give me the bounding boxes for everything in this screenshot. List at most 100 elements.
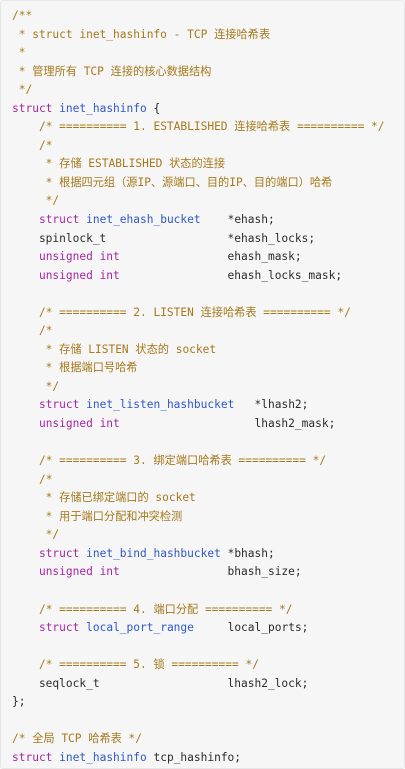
code-token-comment: * xyxy=(12,46,26,60)
code-line: /* xyxy=(12,322,404,341)
code-token-comment: /** xyxy=(12,9,33,22)
code-line: /* ========== 3. 绑定端口哈希表 ========== */ xyxy=(12,452,404,471)
code-token-ident xyxy=(12,603,39,616)
code-line xyxy=(12,638,404,657)
code-token-ident: *lhash2; xyxy=(234,398,309,412)
code-token-ident xyxy=(12,213,39,226)
code-line: struct inet_hashinfo { xyxy=(12,100,404,119)
code-line: */ xyxy=(12,81,404,100)
code-token-comment: * 根据四元组（源IP、源端口、目的IP、目的端口）哈希 xyxy=(12,175,333,189)
code-token-type: inet_hashinfo xyxy=(59,101,147,115)
code-line: */ xyxy=(12,192,404,211)
code-line: }; xyxy=(12,693,404,712)
code-line: /** xyxy=(12,7,404,26)
code-token-comment: /* xyxy=(38,472,53,486)
code-token-ident xyxy=(12,565,39,578)
code-token-type: inet_listen_hashbucket xyxy=(86,398,235,412)
code-line: * xyxy=(12,44,404,63)
code-token-ident: ehash_mask; xyxy=(119,250,302,264)
code-token-comment: * 存储 ESTABLISHED 状态的连接 xyxy=(12,157,226,171)
code-token-ident xyxy=(12,306,39,319)
code-line: */ xyxy=(12,378,404,397)
code-token-comment: /* 全局 TCP 哈希表 */ xyxy=(12,732,143,746)
code-token-comment: */ xyxy=(12,379,60,393)
code-token-comment: /* xyxy=(38,138,53,152)
code-token-comment: */ xyxy=(12,528,60,542)
code-line: /* xyxy=(12,471,404,490)
code-token-keyword: struct xyxy=(38,398,80,412)
code-token-ident xyxy=(12,658,39,671)
code-token-ident: *bhash; xyxy=(220,546,275,560)
code-token-ident xyxy=(12,454,39,467)
code-line: unsigned int lhash2_mask; xyxy=(12,415,404,434)
code-line: * 存储 LISTEN 状态的 socket xyxy=(12,341,404,360)
code-token-ident xyxy=(12,120,39,133)
code-line: * 管理所有 TCP 连接的核心数据结构 xyxy=(12,63,404,82)
code-token-ident: spinlock_t *ehash_locks; xyxy=(12,231,316,245)
code-token-ident: tcp_hashinfo; xyxy=(146,750,242,764)
code-line: * struct inet_hashinfo - TCP 连接哈希表 xyxy=(12,26,404,45)
code-token-comment: * struct inet_hashinfo - TCP 连接哈希表 xyxy=(12,27,271,41)
code-token-comment: /* ========== 2. LISTEN 连接哈希表 ==========… xyxy=(38,305,351,319)
code-line: spinlock_t *ehash_locks; xyxy=(12,230,404,249)
code-token-type: inet_bind_hashbucket xyxy=(86,546,221,560)
code-token-keyword: unsigned int xyxy=(38,565,120,579)
code-line: * 根据端口号哈希 xyxy=(12,359,404,378)
code-token-comment: * 用于端口分配和冲突检测 xyxy=(12,509,183,523)
code-token-comment: */ xyxy=(12,83,33,97)
code-token-punct: { xyxy=(146,101,161,115)
code-line: struct inet_ehash_bucket *ehash; xyxy=(12,211,404,230)
code-token-ident xyxy=(12,324,39,337)
code-token-comment: /* ========== 1. ESTABLISHED 连接哈希表 =====… xyxy=(38,120,385,134)
code-line: struct local_port_range local_ports; xyxy=(12,619,404,638)
code-line: seqlock_t lhash2_lock; xyxy=(12,675,404,694)
code-line: * 存储 ESTABLISHED 状态的连接 xyxy=(12,155,404,174)
code-line xyxy=(12,285,404,304)
code-token-ident: *ehash; xyxy=(200,213,275,227)
code-line: /* ========== 1. ESTABLISHED 连接哈希表 =====… xyxy=(12,118,404,137)
code-token-keyword: unsigned int xyxy=(38,250,120,264)
code-line: * 存储已绑定端口的 socket xyxy=(12,489,404,508)
code-token-type: inet_hashinfo xyxy=(59,750,147,764)
code-line: /* 全局 TCP 哈希表 */ xyxy=(12,730,404,749)
code-token-keyword: struct xyxy=(12,750,53,764)
code-token-keyword: struct xyxy=(38,213,80,227)
code-token-type: local_port_range xyxy=(86,621,194,635)
code-token-ident xyxy=(12,139,39,152)
code-line: unsigned int bhash_size; xyxy=(12,563,404,582)
code-token-ident xyxy=(12,473,39,486)
code-token-keyword: unsigned int xyxy=(38,417,120,431)
code-line: unsigned int ehash_mask; xyxy=(12,248,404,267)
code-token-ident xyxy=(12,398,39,411)
code-line xyxy=(12,582,404,601)
code-token-ident xyxy=(12,269,39,282)
code-line: struct inet_hashinfo tcp_hashinfo; xyxy=(12,749,404,768)
code-token-punct: }; xyxy=(12,695,26,709)
code-line: struct inet_bind_hashbucket *bhash; xyxy=(12,545,404,564)
code-line: unsigned int ehash_locks_mask; xyxy=(12,267,404,286)
code-token-ident: seqlock_t lhash2_lock; xyxy=(12,676,309,690)
code-line: */ xyxy=(12,526,404,545)
code-line xyxy=(12,434,404,453)
code-token-comment: * 存储 LISTEN 状态的 socket xyxy=(12,342,217,356)
code-token-comment: /* ========== 3. 绑定端口哈希表 ========== */ xyxy=(38,454,327,468)
code-token-keyword: struct xyxy=(38,621,80,635)
code-token-keyword: struct xyxy=(38,546,80,560)
code-line: struct inet_listen_hashbucket *lhash2; xyxy=(12,396,404,415)
code-line: /* xyxy=(12,137,404,156)
code-line: /* ========== 5. 锁 ========== */ xyxy=(12,656,404,675)
code-line: * 用于端口分配和冲突检测 xyxy=(12,508,404,527)
code-token-type: inet_ehash_bucket xyxy=(86,213,201,227)
code-token-comment: * 根据端口号哈希 xyxy=(12,361,138,375)
code-token-comment: * 存储已绑定端口的 socket xyxy=(12,491,196,505)
code-content[interactable]: /** * struct inet_hashinfo - TCP 连接哈希表 *… xyxy=(12,7,404,767)
code-token-ident: local_ports; xyxy=(193,621,309,635)
code-token-keyword: struct xyxy=(12,101,53,115)
code-line: /* ========== 2. LISTEN 连接哈希表 ==========… xyxy=(12,304,404,323)
code-token-comment: */ xyxy=(12,194,60,208)
code-token-comment: /* ========== 5. 锁 ========== */ xyxy=(38,658,259,672)
code-token-ident: lhash2_mask; xyxy=(119,417,336,431)
code-line: * 根据四元组（源IP、源端口、目的IP、目的端口）哈希 xyxy=(12,174,404,193)
code-token-comment: * 管理所有 TCP 连接的核心数据结构 xyxy=(12,64,212,78)
